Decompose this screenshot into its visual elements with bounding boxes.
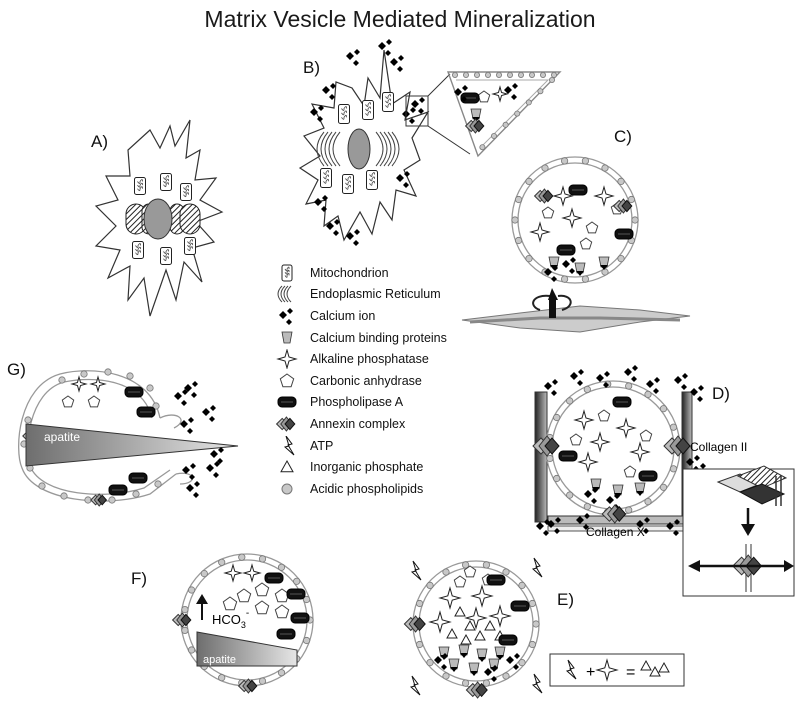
- legend-item: Calcium ion: [272, 305, 512, 327]
- panel-a-mitochondria: [132, 173, 196, 265]
- legend-label: Annexin complex: [310, 416, 406, 431]
- legend-label: Carbonic anhydrase: [310, 373, 422, 388]
- acidic-phospholipid-icon: [281, 483, 293, 495]
- panel-d-vesicle: [532, 365, 706, 536]
- panel-c-budding-stalk: [549, 298, 556, 318]
- collagen-ii-label: Collagen II: [690, 440, 747, 454]
- legend-label: Alkaline phosphatase: [310, 352, 429, 367]
- atp-icon: [283, 435, 295, 455]
- calcium-binding-protein-icon: [281, 331, 293, 343]
- eq-plus: +: [586, 664, 595, 681]
- panel-label-e: E): [557, 590, 574, 609]
- legend-item: Alkaline phosphatase: [272, 348, 512, 370]
- legend-label: Endoplasmic Reticulum: [310, 287, 441, 302]
- legend-label: Calcium binding proteins: [310, 330, 447, 345]
- panel-g-calcium: [174, 381, 224, 498]
- panel-e-equation: + =: [549, 653, 685, 687]
- panel-b-mitochondria: [320, 92, 394, 194]
- panel-b-zoom-box: [405, 95, 429, 127]
- panel-label-c: C): [614, 127, 632, 146]
- legend-item: ATP: [272, 435, 512, 457]
- phospholipase-a-icon: [277, 396, 297, 408]
- legend-label: Phospholipase A: [310, 395, 404, 410]
- legend-item: Endoplasmic Reticulum: [272, 284, 512, 306]
- legend-label: Mitochondrion: [310, 265, 389, 280]
- panel-a-cell: [94, 119, 224, 317]
- figure-title: Matrix Vesicle Mediated Mineralization: [204, 6, 596, 32]
- panel-c-vesicle: [461, 156, 691, 333]
- legend-label: Inorganic phosphate: [310, 460, 424, 475]
- inorganic-phosphate-icon: [280, 460, 294, 473]
- calcium-ion-icon: [279, 307, 293, 325]
- legend-item: Inorganic phosphate: [272, 456, 512, 478]
- legend-label: Acidic phospholipids: [310, 481, 424, 496]
- hco3-label: HCO3-: [212, 608, 249, 630]
- legend-item: Phospholipase A: [272, 392, 512, 414]
- panel-g-vesicle: [18, 368, 239, 507]
- eq-equals: =: [626, 664, 635, 681]
- panel-d-inset: [682, 465, 795, 597]
- panel-g-apatite-wedge: [25, 423, 239, 467]
- panel-b-nucleus: [347, 128, 371, 170]
- endoplasmic-reticulum-icon: [277, 286, 292, 303]
- legend-label: ATP: [310, 438, 334, 453]
- legend-item: Annexin complex: [272, 413, 512, 435]
- legend-item: Mitochondrion: [272, 262, 512, 284]
- panel-a-nucleus: [143, 198, 173, 240]
- panel-f-apatite-wedge: [196, 631, 298, 667]
- legend-item: Calcium binding proteins: [272, 327, 512, 349]
- panel-label-f: F): [131, 569, 148, 588]
- panel-d-calcium: [536, 365, 706, 536]
- panel-b-cell: [298, 39, 562, 246]
- apatite-label-f: apatite: [203, 654, 236, 666]
- panel-e-vesicle: [403, 557, 543, 699]
- carbonic-anhydrase-icon: [279, 373, 295, 387]
- collagen-x-label: Collagen X: [586, 525, 645, 539]
- annexin-complex-icon: [275, 416, 296, 432]
- panel-label-a: A): [91, 132, 108, 151]
- mitochondrion-icon: [281, 264, 293, 282]
- apatite-label-g: apatite: [44, 430, 80, 444]
- legend-label: Calcium ion: [310, 308, 376, 323]
- legend-item: Carbonic anhydrase: [272, 370, 512, 392]
- panel-b-er: [316, 131, 400, 167]
- panel-b-calcium: [310, 39, 425, 246]
- legend-item: Acidic phospholipids: [272, 478, 512, 500]
- panel-b-zoom-inset: [447, 71, 562, 158]
- panel-label-g: G): [7, 360, 26, 379]
- alkaline-phosphatase-icon: [276, 349, 298, 370]
- panel-label-b: B): [303, 58, 320, 77]
- panel-f-vesicle: [171, 553, 314, 694]
- panel-label-d: D): [712, 384, 730, 403]
